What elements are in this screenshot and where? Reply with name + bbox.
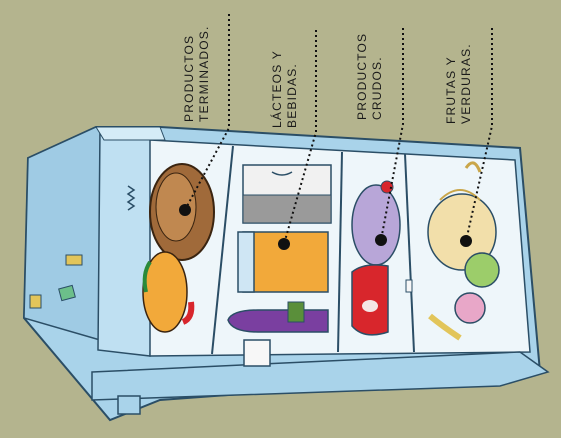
- label-line: TERMINADOS.: [197, 25, 212, 122]
- label-line: BEBIDAS.: [285, 50, 300, 128]
- label-line: PRODUCTOS: [182, 25, 197, 122]
- label-frutas-verduras: FRUTAS Y VERDURAS.: [444, 43, 474, 124]
- label-line: LÁCTEOS Y: [270, 50, 285, 128]
- label-line: CRUDOS.: [370, 33, 385, 120]
- price-tag-icon: [30, 295, 41, 308]
- label-line: FRUTAS Y: [444, 43, 459, 124]
- label-productos-terminados: PRODUCTOS TERMINADOS.: [182, 25, 212, 122]
- label-productos-crudos: PRODUCTOS CRUDOS.: [355, 33, 385, 120]
- label-lacteos-bebidas: LÁCTEOS Y BEBIDAS.: [270, 50, 300, 128]
- label-line: PRODUCTOS: [355, 33, 370, 120]
- label-line: VERDURAS.: [459, 43, 474, 124]
- price-tag-icon: [66, 255, 82, 265]
